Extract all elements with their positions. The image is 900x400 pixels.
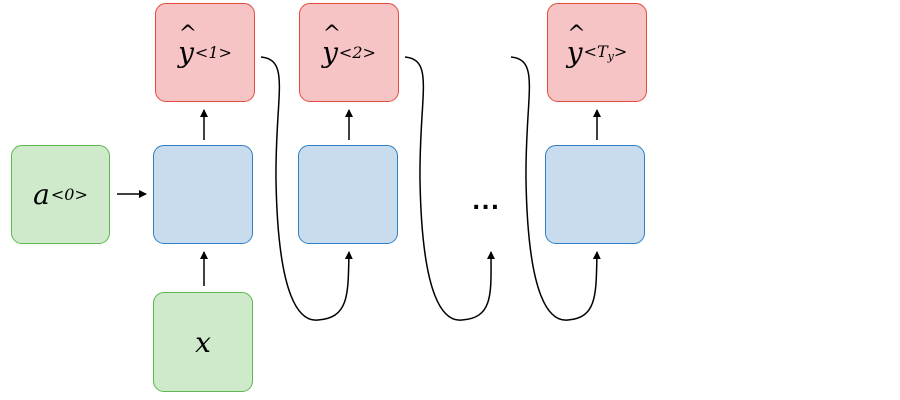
hat-accent: ^ [178, 22, 198, 47]
output-t-subscript: y [607, 50, 614, 63]
output-box-2: ^y<2> [299, 3, 399, 102]
output-t-superscript: T [596, 42, 608, 61]
output-box-1: ^y<1> [155, 3, 255, 102]
output-1-symbol: y [178, 36, 194, 69]
rnn-cell-1 [153, 145, 253, 244]
hat-accent: ^ [567, 22, 586, 47]
output-1-superscript: 1 [208, 43, 219, 62]
initial-activation-symbol: a [33, 178, 50, 211]
feedback-output1-to-cell2 [260, 56, 353, 321]
output-box-t: ^y<Ty> [547, 3, 647, 102]
initial-activation-box: a<0> [11, 145, 110, 244]
ellipsis: ... [472, 190, 501, 215]
hat-accent: ^ [322, 22, 342, 47]
output-2-symbol: y [322, 36, 338, 69]
feedback-ellipsis-to-cellT [510, 56, 601, 321]
feedback-output2-to-ellipsis [404, 56, 496, 321]
rnn-cell-t [545, 145, 645, 244]
initial-activation-superscript: 0 [64, 185, 75, 204]
input-label: x [195, 325, 211, 359]
rnn-cell-2 [298, 145, 398, 244]
output-2-superscript: 2 [352, 43, 363, 62]
input-box: x [153, 292, 253, 392]
output-t-symbol: y [566, 36, 583, 69]
